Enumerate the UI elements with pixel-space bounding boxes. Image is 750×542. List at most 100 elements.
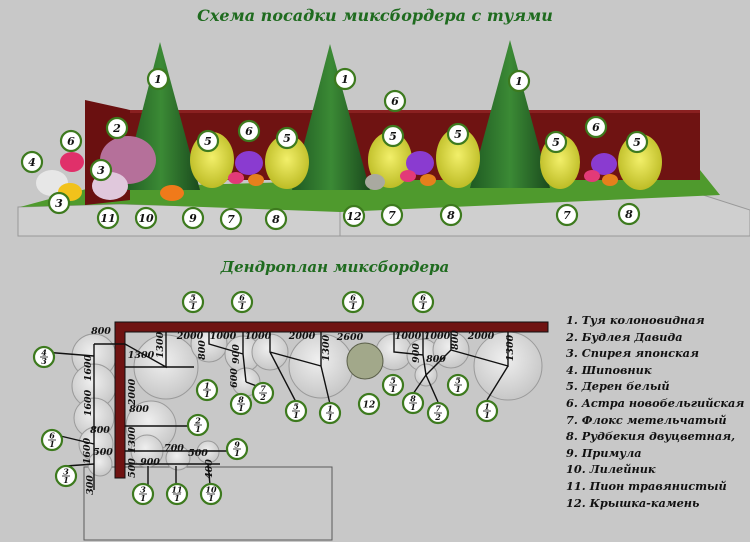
scene-marker: 3 (47, 191, 71, 215)
legend-item: 12. Крышка-камень (566, 495, 700, 510)
dimension-label: 900 (140, 457, 160, 468)
scene-marker-number: 8 (272, 213, 280, 226)
thuja-3 (470, 40, 550, 188)
plan-marker-bottom: 1 (350, 301, 356, 311)
legend-item: 1. Туя колоновидная (566, 313, 705, 327)
plan-marker: 72 (426, 401, 450, 425)
legend: 1. Туя колоновидная 2. Будлея Давида 3. … (566, 312, 744, 511)
scene-marker: 3 (89, 158, 113, 182)
plan-marker-bottom: 1 (238, 403, 244, 413)
legend-item: 5. Дерен белый (566, 379, 670, 394)
dimension-label: 1000 (210, 331, 237, 342)
plan-marker-top: 1 (327, 404, 333, 414)
dimension-label: 1600 (83, 389, 94, 416)
plan-diagram (43, 321, 549, 541)
legend-item: 6. Астра новобельгийская (566, 395, 745, 410)
scene-marker: 1 (333, 67, 357, 91)
scene-marker-number: 5 (389, 130, 397, 143)
plan-marker-bottom: 3 (41, 356, 47, 366)
dimension-label: 800 (197, 340, 208, 360)
plan-marker-bottom: 1 (63, 475, 69, 485)
scene-marker-number: 3 (97, 164, 105, 177)
legend-item: 4. Шиповник (566, 362, 652, 377)
scene-marker-number: 6 (67, 135, 75, 148)
scene-marker: 9 (181, 206, 205, 230)
dimension-label: 300 (85, 475, 96, 495)
scene-marker: 1 (507, 69, 531, 93)
scene-marker: 12 (342, 204, 366, 228)
scene-marker-number: 9 (189, 212, 197, 225)
plan-marker-top: 3 (140, 485, 146, 495)
legend-item: 3. Спирея японская (566, 346, 699, 361)
plan-marker: 61 (411, 290, 435, 314)
dimension-label: 2000 (288, 331, 316, 342)
plan-marker-bottom: 2 (434, 412, 441, 422)
legend-item: 11. Пион травянистый (566, 478, 727, 493)
scene-marker-number: 12 (346, 210, 362, 223)
scene-marker-number: 1 (515, 75, 523, 88)
dimension-label: 800 (91, 326, 111, 337)
scene-marker-number: 5 (454, 128, 462, 141)
plan-marker-top: 8 (410, 394, 416, 404)
scene-marker-number: 1 (154, 73, 162, 86)
dimension-label: 1300 (505, 334, 516, 361)
flower-group (584, 153, 618, 186)
scene-marker: 8 (617, 202, 641, 226)
daylily (160, 185, 184, 201)
scene-marker: 5 (446, 122, 470, 146)
plan-marker: 81 (401, 391, 425, 415)
legend-item: 9. Примула (566, 445, 642, 460)
plan-marker-bottom: 1 (327, 412, 333, 422)
plan-marker-top: 11 (171, 485, 182, 495)
scene-marker-number: 2 (112, 122, 121, 135)
scene-marker-number: 5 (283, 132, 291, 145)
dimension-label: 1300 (127, 426, 138, 453)
plan-marker-top: 6 (350, 293, 356, 303)
dimension-label: 2000 (127, 378, 138, 406)
plan-marker-bottom: 1 (455, 384, 461, 394)
scheme-title: Схема посадки миксбордера с туями (197, 6, 553, 25)
plan-marker: 51 (181, 290, 205, 314)
scene-marker-number: 1 (341, 73, 349, 86)
dimension-label: 1300 (155, 331, 166, 358)
plan-marker: 51 (381, 373, 405, 397)
buddleja-bush (100, 136, 156, 184)
plan-marker: 111 (165, 482, 189, 506)
scene-marker: 8 (439, 203, 463, 227)
dimension-label: 600 (229, 368, 240, 388)
scene-marker-number: 5 (552, 136, 560, 149)
scene-marker-number: 7 (563, 209, 571, 222)
dimension-label: 900 (411, 343, 422, 363)
dimension-label: 1300 (128, 350, 155, 361)
scene-marker: 5 (196, 129, 220, 153)
thuja-2 (292, 44, 370, 190)
dimension-label: 2000 (176, 331, 204, 342)
dimension-label: 500 (127, 458, 138, 478)
scene-marker: 7 (380, 203, 404, 227)
plan-marker: 11 (195, 378, 219, 402)
dimension-label: 800 (450, 330, 461, 350)
dimension-label: 800 (90, 425, 110, 436)
flower-group (228, 151, 264, 186)
scene-marker-number: 7 (227, 213, 235, 226)
dimension-label: 800 (426, 354, 446, 365)
plan-marker-top: 8 (238, 395, 244, 405)
scene-marker: 5 (275, 126, 299, 150)
deren-bush (265, 135, 309, 189)
scene-marker-number: 6 (592, 121, 600, 134)
plan-marker-top: 6 (420, 293, 426, 303)
dimension-label: 700 (164, 443, 184, 454)
plan-marker-bottom: 1 (208, 493, 214, 503)
plan-marker-top: 5 (390, 376, 396, 386)
legend-item: 8. Рудбекия двуцветная, (566, 429, 736, 444)
plan-marker-bottom: 1 (410, 402, 416, 412)
scene-marker: 2 (105, 116, 129, 140)
plan-marker-bottom: 1 (190, 301, 196, 311)
deren-bush (436, 128, 480, 188)
scene-marker-number: 7 (388, 209, 396, 222)
scene-marker-number: 8 (625, 208, 633, 221)
dendroplan-title: Дендроплан миксбордера (220, 258, 450, 276)
scene-marker-number: 11 (100, 212, 115, 225)
scene-marker: 6 (237, 119, 261, 143)
